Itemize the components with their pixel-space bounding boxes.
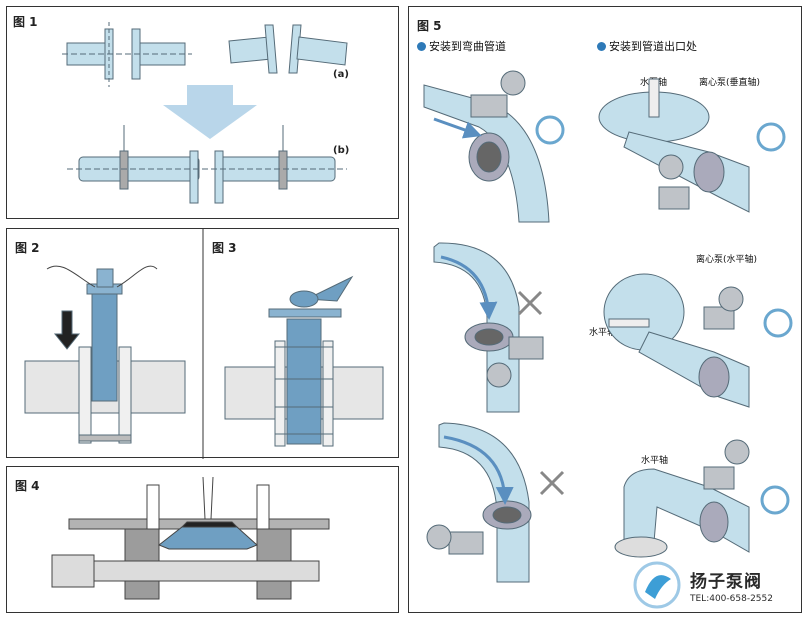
fig1-panel: 图 1 (a) (b) (6, 6, 399, 219)
label-horizontal-shaft-1: 水平轴 (589, 328, 617, 338)
fig5-outlet-horizontal-ok-2 (614, 439, 750, 558)
fig5-col2-text: 安装到管道出口处 (609, 40, 697, 53)
label-centrifugal-horizontal: 离心泵(水平轴) (696, 255, 758, 265)
ok-circle-icon (760, 485, 790, 515)
fig4-label: 图 4 (15, 479, 40, 493)
watermark-brand: 扬子泵阀 (690, 572, 762, 592)
fig5-bend-ng-2 (426, 422, 532, 583)
ok-circle-icon (535, 115, 565, 145)
fig4-drawing (51, 476, 330, 600)
fig5-outlet-vertical-ok (598, 78, 750, 213)
label-centrifugal-vertical: 离心泵(垂直轴) (699, 78, 761, 88)
fig3-label: 图 3 (212, 241, 237, 255)
fig5-col2-heading: 安装到管道出口处 (597, 38, 697, 54)
watermark-tel: TEL:400-658-2552 (690, 594, 773, 604)
fig1-sublabel-a: (a) (333, 69, 349, 80)
fig1-misaligned-pipes (228, 24, 348, 74)
fig2-3-panel: 图 2 图 3 (6, 228, 399, 459)
cross-icon (539, 470, 565, 496)
fig4-panel: 图 4 (6, 466, 399, 613)
fig5-bend-ok (423, 70, 550, 223)
label-horizontal-shaft-2: 水平轴 (641, 456, 669, 466)
fig1-down-arrow (163, 85, 257, 139)
fig1-label: 图 1 (13, 15, 38, 29)
fig5-bend-ng (433, 242, 544, 413)
ok-circle-icon (756, 122, 786, 152)
bullet-dot-icon (417, 42, 426, 51)
fig2-label: 图 2 (15, 241, 40, 255)
fig1-aligned-pipes (62, 22, 192, 87)
fig5-drawing (423, 70, 793, 609)
fig5-panel: 图 5 安装到弯曲管道 安装到管道出口处 水泵轴 离心泵(垂直轴) 离心泵(水平… (408, 6, 802, 613)
fig2-valve-insertion (24, 265, 186, 444)
bullet-dot-icon (597, 42, 606, 51)
fig3-valve-installed (224, 275, 384, 447)
cross-icon (517, 290, 543, 316)
fig5-col1-text: 安装到弯曲管道 (429, 40, 506, 53)
ok-circle-icon (763, 308, 793, 338)
fig2-3-drawing (24, 229, 384, 459)
fig1-sublabel-b: (b) (333, 145, 350, 156)
fig1-drawing (62, 22, 348, 204)
fig5-col1-heading: 安装到弯曲管道 (417, 38, 506, 54)
fig5-outlet-horizontal-ok (603, 273, 750, 408)
fig4-flange-section (51, 476, 330, 600)
fig5-label: 图 5 (417, 19, 442, 33)
fig1-long-pipe (67, 125, 347, 204)
brand-logo-icon (633, 561, 681, 609)
